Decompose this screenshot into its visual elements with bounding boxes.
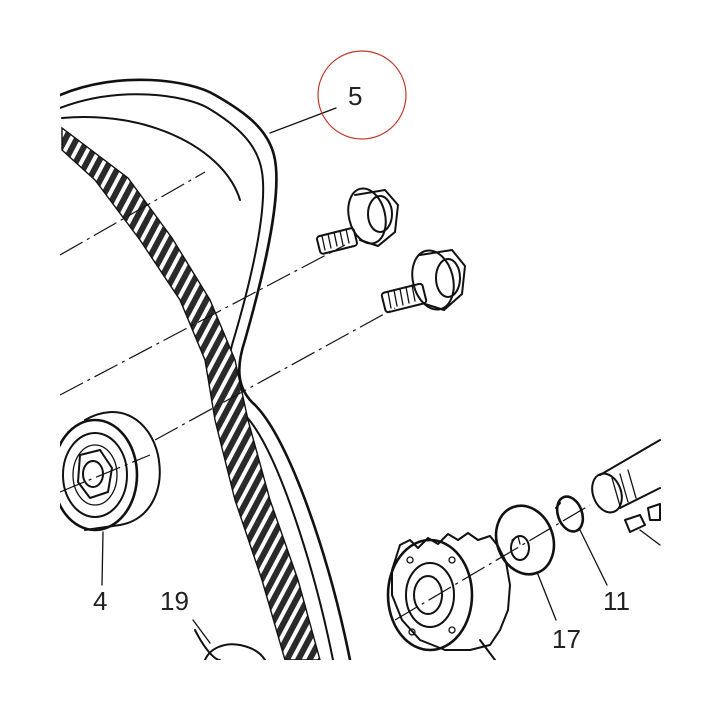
toothed-sprocket [386,532,511,660]
callout-11: 11 [603,586,630,616]
callout-19: 19 [160,586,189,616]
shaft [591,439,661,514]
lower-bolt [380,249,466,314]
woodruff-keys [624,503,661,546]
belt-teeth-band [61,126,321,660]
callout-5: 5 [348,81,362,111]
washer [494,504,556,576]
timing-belt [60,78,352,660]
crank-sprocket [194,629,266,660]
leader-lines [101,107,608,644]
circlip [555,495,585,533]
callout-17: 17 [552,624,581,654]
callout-4: 4 [93,586,107,616]
idler-pulley [60,411,161,532]
upper-bolt [316,187,399,255]
highlight-circle [317,50,407,140]
